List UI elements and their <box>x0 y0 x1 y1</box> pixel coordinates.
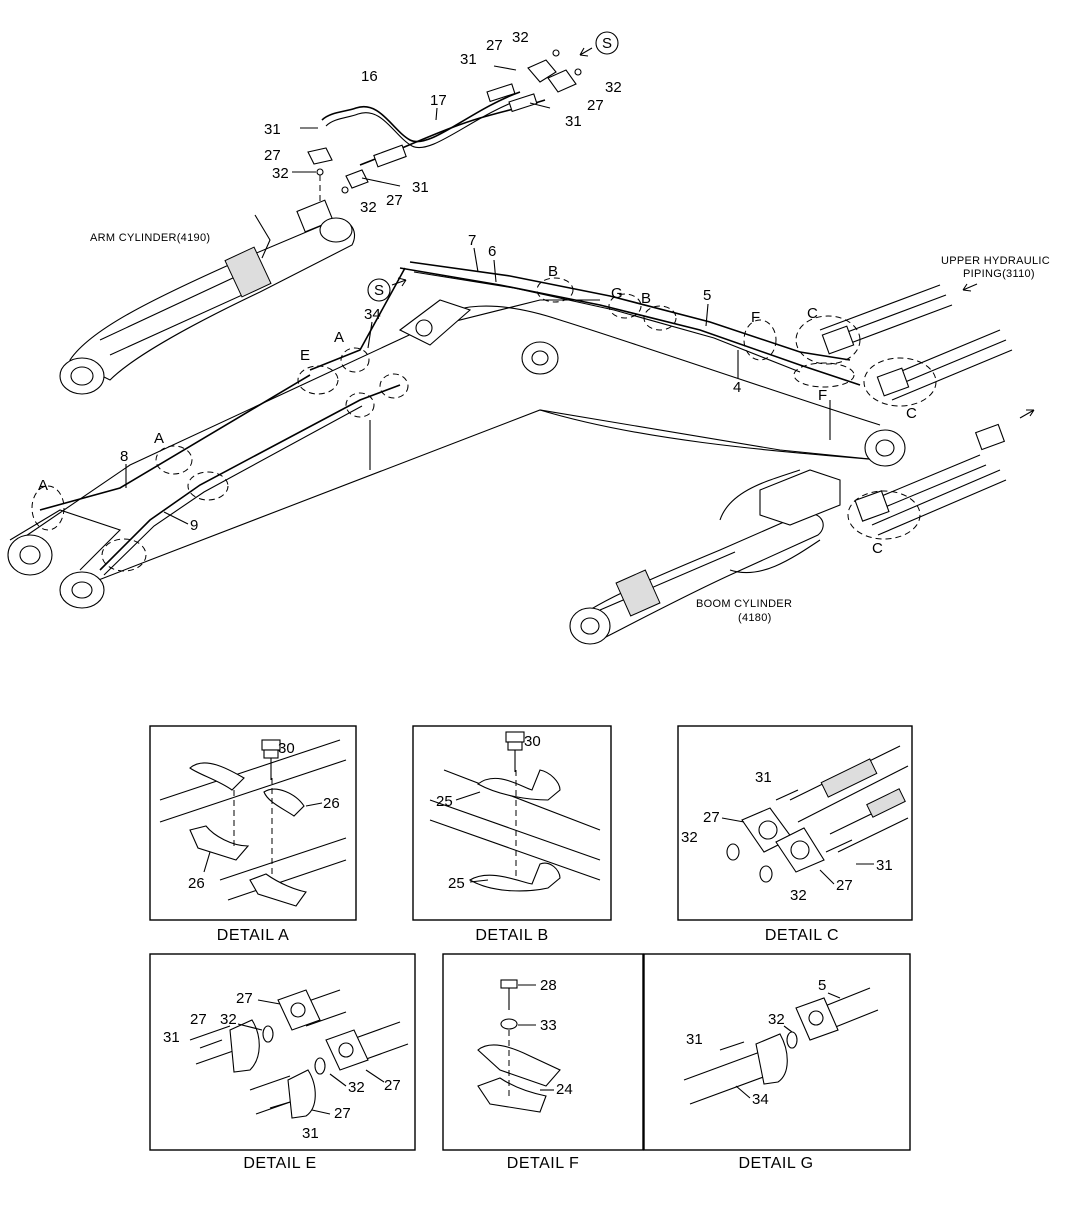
callout-27: 27 <box>386 192 403 209</box>
callout-4: 4 <box>733 379 741 396</box>
detail-letter-a: A <box>38 477 48 494</box>
callout-27: 27 <box>264 147 281 164</box>
detail-letter-f: F <box>751 309 760 326</box>
detail-letter-f: F <box>818 387 827 404</box>
detail-letter-b: B <box>548 263 558 280</box>
callout-32: 32 <box>348 1079 365 1096</box>
callout-30: 30 <box>278 740 295 757</box>
callout-26: 26 <box>188 875 205 892</box>
callout-7: 7 <box>468 232 476 249</box>
callout-32: 32 <box>605 79 622 96</box>
detail-letter-c: C <box>872 540 883 557</box>
detail-letter-c: C <box>807 305 818 322</box>
detail-b-panel: 30 25 25 DETAIL B <box>412 725 612 944</box>
callout-25: 25 <box>448 875 465 892</box>
callout-28: 28 <box>540 977 557 994</box>
detail-e-caption: DETAIL E <box>243 1155 316 1172</box>
callout-5: 5 <box>703 287 711 304</box>
callout-31: 31 <box>302 1125 319 1142</box>
callout-27: 27 <box>486 37 503 54</box>
callout-32: 32 <box>272 165 289 182</box>
pipe-4 <box>399 267 861 386</box>
upper-piping-label-line1: UPPER HYDRAULIC <box>941 255 1050 267</box>
detail-f-panel: 28 33 24 DETAIL F <box>442 953 644 1172</box>
pipe-5 <box>409 261 851 361</box>
boom-cylinder-label-line1: BOOM CYLINDER <box>696 598 792 610</box>
callout-27: 27 <box>334 1105 351 1122</box>
callout-32: 32 <box>790 887 807 904</box>
callout-27: 27 <box>384 1077 401 1094</box>
detail-c-panel: 31 27 32 31 27 32 DETAIL C <box>677 725 913 944</box>
main-callouts: 16 17 27 32 31 32 27 31 31 27 32 31 32 2… <box>38 29 1050 624</box>
callout-32: 32 <box>512 29 529 46</box>
callout-27: 27 <box>587 97 604 114</box>
callout-31: 31 <box>876 857 893 874</box>
section-marker-label: S <box>374 282 384 299</box>
callout-34: 34 <box>752 1091 769 1108</box>
boom-structure <box>7 299 906 609</box>
detail-letter-b: B <box>641 290 651 307</box>
upper-piping-fittings <box>819 284 1013 401</box>
callout-31: 31 <box>412 179 429 196</box>
detail-f-caption: DETAIL F <box>507 1155 579 1172</box>
pipe-34 <box>309 267 406 371</box>
callout-6: 6 <box>488 243 496 260</box>
detail-letter-a: A <box>154 430 164 447</box>
callout-27: 27 <box>703 809 720 826</box>
callout-31: 31 <box>565 113 582 130</box>
pipe-16 <box>321 91 521 143</box>
detail-g-caption: DETAIL G <box>738 1155 813 1172</box>
boom-cylinder-label-line2: (4180) <box>738 612 772 624</box>
callout-27: 27 <box>836 877 853 894</box>
arm-cylinder-label: ARM CYLINDER(4190) <box>90 232 210 244</box>
detail-a-caption: DETAIL A <box>217 927 289 944</box>
callout-16: 16 <box>361 68 378 85</box>
pipe-9 <box>99 384 401 571</box>
callout-32: 32 <box>360 199 377 216</box>
callout-31: 31 <box>460 51 477 68</box>
pipe-8 <box>39 374 311 511</box>
section-marker-label: S <box>602 35 612 52</box>
callout-24: 24 <box>556 1081 573 1098</box>
callout-8: 8 <box>120 448 128 465</box>
detail-e-panel: 27 27 32 31 32 27 27 31 DETAIL E <box>149 953 416 1172</box>
section-marker-boom: S <box>367 277 407 302</box>
callout-31: 31 <box>163 1029 180 1046</box>
boom-cylinder <box>569 283 1035 645</box>
callout-27: 27 <box>190 1011 207 1028</box>
arm-cylinder <box>59 199 356 395</box>
callout-32: 32 <box>768 1011 785 1028</box>
callout-32: 32 <box>220 1011 237 1028</box>
section-marker-top: S <box>579 31 619 57</box>
boom-piping <box>39 261 1013 576</box>
detail-location-rings <box>31 277 937 572</box>
callout-32: 32 <box>681 829 698 846</box>
callout-34: 34 <box>364 306 381 323</box>
upper-piping-label-line2: PIPING(3110) <box>963 268 1035 280</box>
detail-letter-e: E <box>300 347 310 364</box>
detail-letter-a: A <box>334 329 344 346</box>
callout-31: 31 <box>686 1031 703 1048</box>
detail-b-caption: DETAIL B <box>475 927 548 944</box>
detail-a-panel: 30 26 26 DETAIL A <box>149 725 357 944</box>
detail-letter-c: C <box>906 405 917 422</box>
callout-9: 9 <box>190 517 198 534</box>
callout-31: 31 <box>264 121 281 138</box>
callout-33: 33 <box>540 1017 557 1034</box>
arm-cylinder-piping-group <box>300 49 582 215</box>
detail-g-panel: 5 32 31 34 DETAIL G <box>643 953 911 1172</box>
callout-25: 25 <box>436 793 453 810</box>
callout-27: 27 <box>236 990 253 1007</box>
detail-c-caption: DETAIL C <box>765 927 839 944</box>
callout-30: 30 <box>524 733 541 750</box>
callout-17: 17 <box>430 92 447 109</box>
callout-31: 31 <box>755 769 772 786</box>
callout-26: 26 <box>323 795 340 812</box>
detail-letter-g: G <box>611 285 623 302</box>
callout-5: 5 <box>818 977 826 994</box>
